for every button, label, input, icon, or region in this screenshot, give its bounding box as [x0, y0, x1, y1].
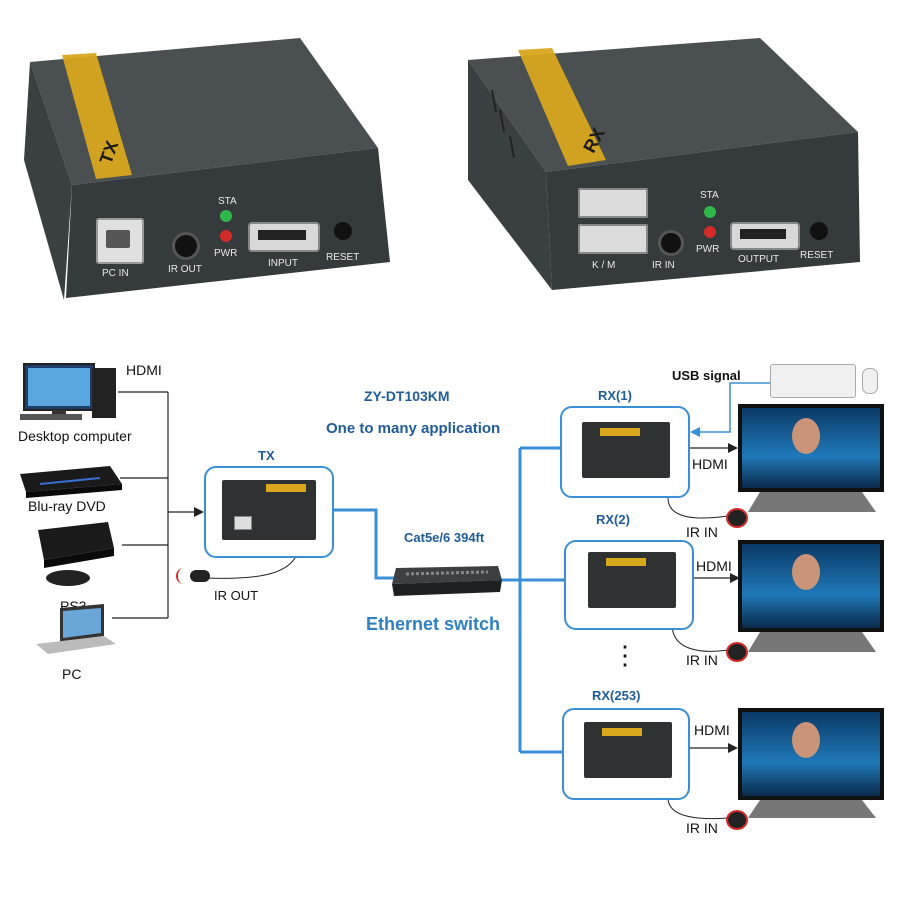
led-label-pwr: PWR [214, 248, 238, 259]
port-label-km: K / M [592, 260, 616, 271]
rx2-ir-receiver-icon [726, 642, 748, 662]
rx253-ir-receiver-icon [726, 810, 748, 830]
monitor-1 [738, 404, 884, 512]
monitor-2 [738, 540, 884, 652]
usb-a-port-bottom [578, 224, 648, 254]
mouse-icon [862, 368, 878, 394]
application-subtitle: One to many application [326, 420, 501, 437]
tx-label: TX [258, 448, 275, 463]
tx-band-mark: TX [95, 138, 123, 167]
rx-led-label-pwr: PWR [696, 244, 720, 255]
rj45-port [234, 516, 252, 530]
keyboard-icon [770, 364, 856, 398]
usb-a-port-top [578, 188, 648, 218]
hdmi-in-label: HDMI [126, 362, 162, 378]
rx253-label: RX(253) [592, 688, 641, 703]
rx-pwr-led-red [704, 226, 716, 238]
ir-in-jack [658, 230, 684, 256]
ir-emitter-icon [190, 570, 210, 582]
rx2-ir-label: IR IN [686, 652, 718, 668]
ir-out-label: IR OUT [214, 588, 259, 603]
rx1-hdmi-label: HDMI [692, 456, 728, 472]
rx253-unit-band [602, 728, 642, 736]
rx2-unit-band [606, 558, 646, 566]
port-label-pc-in: PC IN [102, 268, 129, 279]
rx-reset-button [810, 222, 828, 240]
rx1-ir-label: IR IN [686, 524, 718, 540]
source-label-desktop: Desktop computer [18, 428, 132, 444]
rx1-unit-band [600, 428, 640, 436]
port-label-ir-in: IR IN [652, 260, 675, 271]
sta-led-green [220, 210, 232, 222]
cable-label: Cat5e/6 394ft [404, 530, 485, 545]
usb-b-port-inner [106, 230, 130, 248]
led-label-sta: STA [218, 196, 237, 207]
hdmi-output-port-inner [740, 229, 786, 239]
port-label-output: OUTPUT [738, 254, 780, 265]
ir-emitter-wave [176, 568, 190, 584]
tx-unit-band [266, 484, 306, 492]
rx2-label: RX(2) [596, 512, 630, 527]
pwr-led-red [220, 230, 232, 242]
port-label-ir-out: IR OUT [168, 264, 202, 275]
rx-port-label-reset: RESET [800, 250, 834, 261]
rx253-ir-label: IR IN [686, 820, 718, 836]
source-label-pc: PC [62, 666, 82, 682]
receiver-ellipsis: ⋮ [612, 640, 638, 670]
rx1-ir-receiver-icon [726, 508, 748, 528]
source-label-bluray: Blu-ray DVD [28, 498, 106, 514]
switch-label: Ethernet switch [366, 614, 501, 634]
rx-led-label-sta: STA [700, 190, 719, 201]
model-title: ZY-DT103KM [364, 388, 450, 404]
monitor-3 [738, 708, 884, 818]
source-label-ps3: PS3 [60, 598, 87, 614]
ir-out-jack [172, 232, 200, 260]
rx1-label: RX(1) [598, 388, 632, 403]
rx-band-mark: RX [579, 124, 609, 157]
hdmi-input-port-inner [258, 230, 306, 240]
tx-reset-button [334, 222, 352, 240]
rx2-hdmi-label: HDMI [696, 558, 732, 574]
rx-sta-led-green [704, 206, 716, 218]
port-label-reset: RESET [326, 252, 360, 263]
port-label-input: INPUT [268, 258, 298, 269]
rx253-hdmi-label: HDMI [694, 722, 730, 738]
usb-signal-label: USB signal [672, 368, 741, 383]
